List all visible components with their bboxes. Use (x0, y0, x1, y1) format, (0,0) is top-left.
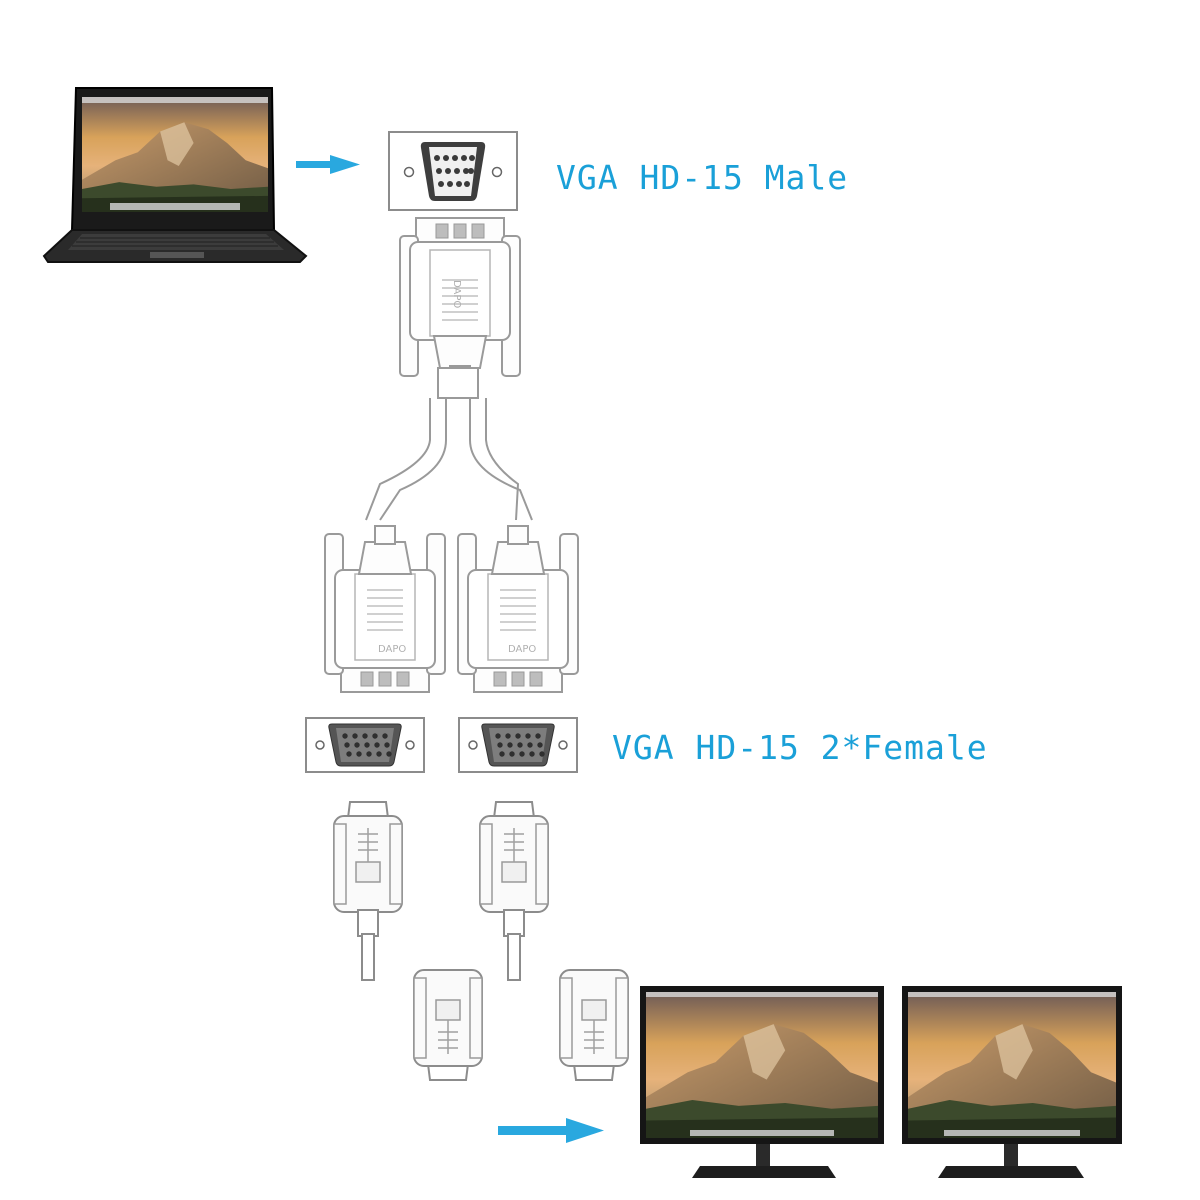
y-splitter-cable (365, 367, 533, 521)
vga-female-port-left (305, 717, 425, 773)
monitor-icon (902, 986, 1122, 1178)
vga-male-port (388, 131, 518, 211)
arrow-right-icon (498, 1118, 604, 1143)
monitor-cable-right (479, 801, 629, 1081)
connector-brand-label-left: DAPO (378, 644, 406, 655)
vga-female-label: VGA HD-15 2*Female (612, 728, 988, 767)
vga-split-connector-left (324, 525, 446, 693)
vga-female-port-right (458, 717, 578, 773)
connector-brand-label-right: DAPO (508, 644, 536, 655)
vga-male-label: VGA HD-15 Male (556, 158, 849, 197)
arrow-right-icon (296, 155, 360, 174)
laptop-icon (42, 87, 308, 263)
monitor-cable-left (333, 801, 483, 1081)
vga-male-connector: DAPO (399, 217, 521, 385)
vga-split-connector-right (457, 525, 579, 693)
monitor-icon (640, 986, 884, 1178)
connector-brand-label: DAPO (451, 280, 462, 308)
